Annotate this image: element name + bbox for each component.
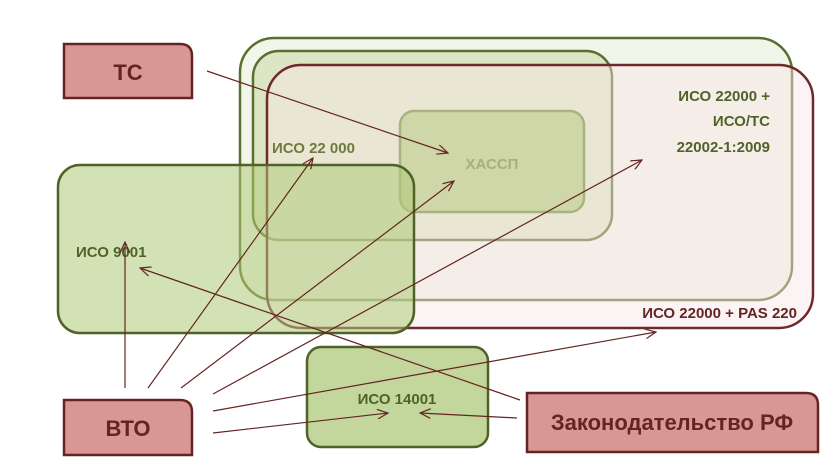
arrow-law-iso14001 [420,413,518,419]
iso14001-label: ИСО 14001 [358,391,437,408]
arrow-law-iso9001 [140,268,521,401]
actor-law: Законодательство РФ [525,391,820,454]
iso22000-label: ИСО 22 000 [272,140,355,157]
actor-vto-label: ВТО [105,416,150,441]
arrow-vto-iso22000 [147,158,313,389]
iso22000-ts-label-3: 22002-1:2009 [677,139,770,156]
iso22000-ts-label-1: ИСО 22000 + [678,88,770,105]
arrow-vto-iso22000-pas [212,332,656,412]
iso9001-box [56,163,416,335]
iso22000-pas-label: ИСО 22000 + PAS 220 [642,305,797,322]
iso22000-ts-label-2: ИСО/ТС [713,113,770,130]
arrow-tc-haccp [206,70,448,153]
arrow-vto-haccp [180,181,454,389]
arrow-vto-iso14001 [212,413,388,434]
iso14001-box [305,345,490,449]
haccp-label: ХАССП [466,156,519,173]
actor-law-label: Законодательство РФ [551,410,794,435]
iso9001-label: ИСО 9001 [76,244,146,261]
actor-vto: ВТО [62,398,194,457]
actor-tc: ТС [62,42,194,100]
actor-tc-label: ТС [113,60,142,85]
arrow-vto-iso22000-ts [212,160,642,395]
